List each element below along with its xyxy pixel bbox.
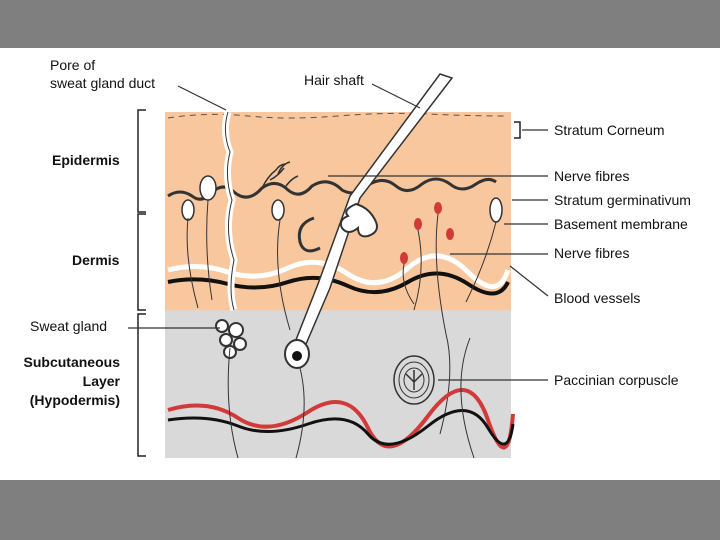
label-subcut-line3: (Hypodermis) xyxy=(0,392,120,408)
label-nerve-fibres-1: Nerve fibres xyxy=(554,168,629,184)
label-pore-line2: sweat gland duct xyxy=(50,75,155,91)
label-dermis: Dermis xyxy=(72,252,119,268)
label-pore-line1: Pore of xyxy=(50,57,95,73)
hypodermis-layer xyxy=(165,310,511,458)
label-hair-shaft: Hair shaft xyxy=(304,72,364,88)
label-sweat-gland: Sweat gland xyxy=(30,318,107,334)
label-subcut-line1: Subcutaneous xyxy=(0,354,120,370)
label-basement-membrane: Basement membrane xyxy=(554,216,688,232)
label-nerve-fibres-2: Nerve fibres xyxy=(554,245,629,261)
label-stratum-germinativum: Stratum germinativum xyxy=(554,192,691,208)
label-paccinian-corpuscle: Paccinian corpuscle xyxy=(554,372,679,388)
label-stratum-corneum: Stratum Corneum xyxy=(554,122,664,138)
label-blood-vessels: Blood vessels xyxy=(554,290,640,306)
slide: Pore of sweat gland duct Epidermis Dermi… xyxy=(0,48,720,480)
hair-papilla xyxy=(292,351,302,361)
label-epidermis: Epidermis xyxy=(52,152,120,168)
label-subcut-line2: Layer xyxy=(0,373,120,389)
